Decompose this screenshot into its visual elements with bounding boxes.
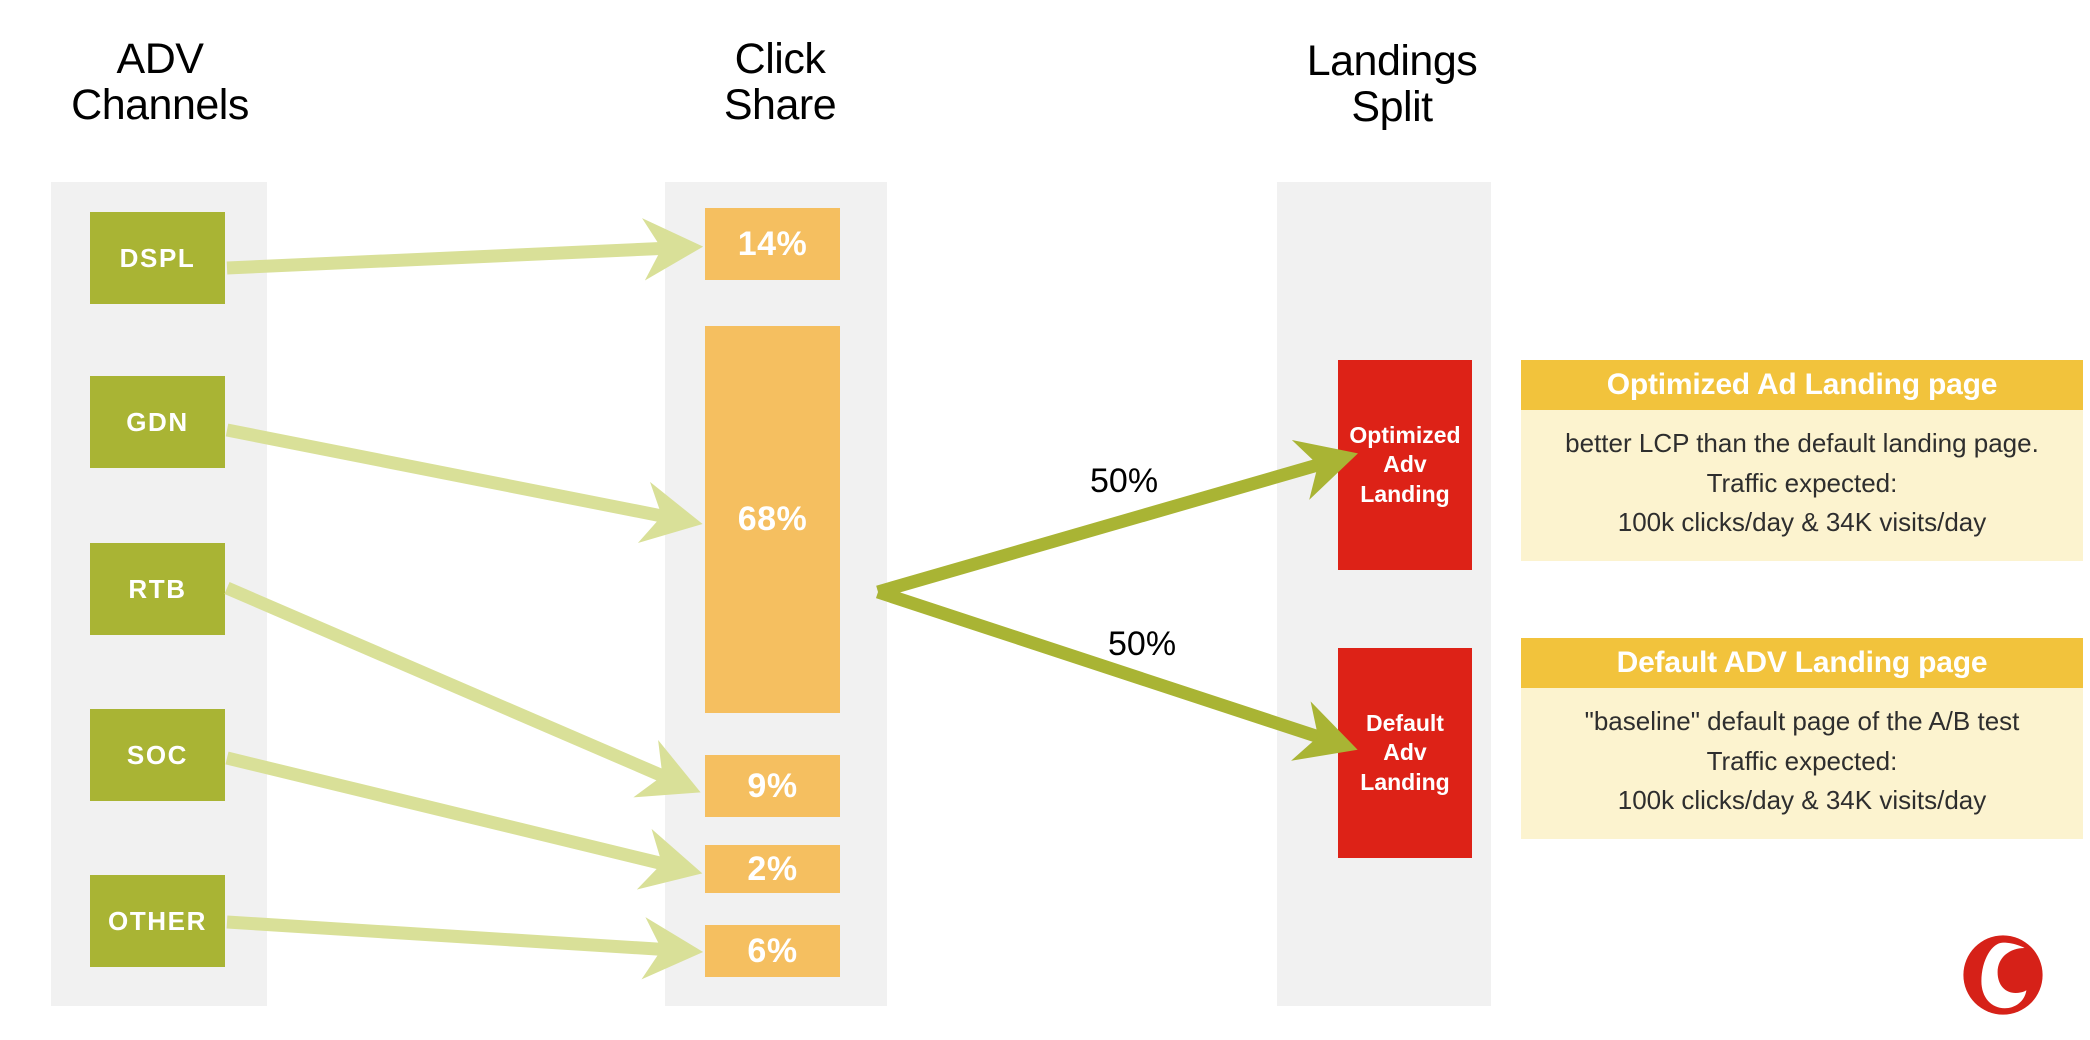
info-panel-default-body: "baseline" default page of the A/B test …	[1521, 688, 2083, 839]
arrow-split-to-default	[875, 585, 1358, 761]
landing-box-default[interactable]: Default Adv Landing	[1338, 648, 1472, 858]
column-header-adv-channels: ADV Channels	[71, 35, 249, 130]
arrow-dspl-to-14	[226, 218, 704, 281]
split-label-bottom: 50%	[1108, 625, 1177, 663]
info-panel-optimized: Optimized Ad Landing page better LCP tha…	[1521, 360, 2083, 561]
click-share-box-6[interactable]: 6%	[705, 925, 840, 977]
column-strip-landings-split	[1277, 182, 1491, 1006]
arrow-rtb-to-9	[224, 582, 701, 798]
arrow-gdn-to-68	[225, 423, 703, 544]
channel-box-dspl[interactable]: DSPL	[90, 212, 225, 304]
channel-box-rtb[interactable]: RTB	[90, 543, 225, 635]
column-header-landings-split: Landings Split	[1306, 37, 1478, 132]
arrow-soc-to-2	[225, 751, 703, 890]
vodafone-logo	[1963, 935, 2043, 1015]
channel-box-soc[interactable]: SOC	[90, 709, 225, 801]
click-share-box-9[interactable]: 9%	[705, 755, 840, 817]
split-label-top: 50%	[1090, 462, 1159, 500]
landing-box-optimized[interactable]: Optimized Adv Landing	[1338, 360, 1472, 570]
channel-box-other[interactable]: OTHER	[90, 875, 225, 967]
arrow-other-to-6	[226, 915, 704, 980]
info-panel-optimized-title: Optimized Ad Landing page	[1521, 360, 2083, 410]
click-share-box-14[interactable]: 14%	[705, 208, 840, 280]
info-panel-default: Default ADV Landing page "baseline" defa…	[1521, 638, 2083, 839]
info-panel-default-title: Default ADV Landing page	[1521, 638, 2083, 688]
click-share-box-68[interactable]: 68%	[705, 326, 840, 713]
channel-box-gdn[interactable]: GDN	[90, 376, 225, 468]
column-header-click-share: Click Share	[723, 35, 837, 130]
click-share-box-2[interactable]: 2%	[705, 845, 840, 893]
info-panel-optimized-body: better LCP than the default landing page…	[1521, 410, 2083, 561]
